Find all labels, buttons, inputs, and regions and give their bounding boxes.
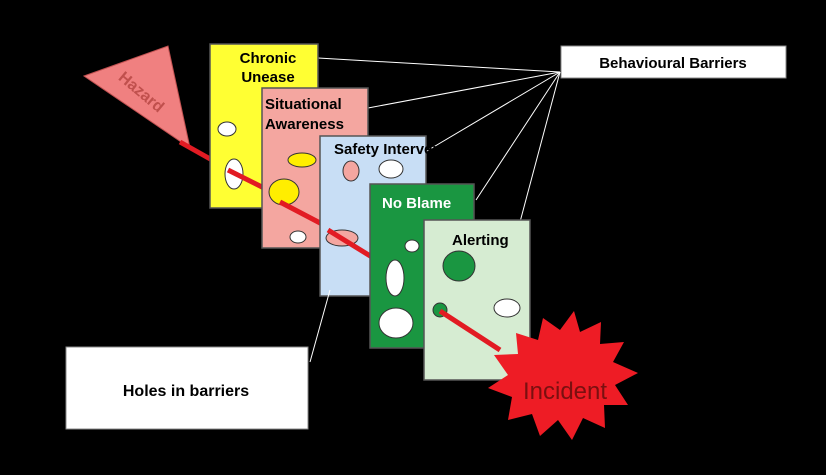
barrier-hole	[289, 230, 307, 244]
barrier-hole	[493, 298, 521, 318]
behavioural-barriers-box	[560, 45, 787, 79]
holes-pointer-line	[309, 289, 331, 363]
trajectory-segment	[226, 167, 266, 191]
barrier-hole	[287, 152, 317, 168]
barrier-label: Situational	[265, 96, 342, 113]
barrier-hole	[385, 259, 405, 297]
barrier-label: Awareness	[265, 116, 344, 133]
incident-starburst	[488, 311, 638, 440]
hazard-triangle	[82, 45, 191, 150]
barrier-hole	[442, 250, 476, 282]
incident-label: Incident	[523, 378, 607, 405]
barrier-hole	[342, 160, 360, 182]
trajectory-segment	[438, 308, 502, 353]
holes-callout-label: Holes in barriers	[123, 383, 249, 400]
barrier-label: Alerting	[452, 232, 509, 249]
trajectory-segment	[278, 199, 324, 227]
behavioural-barriers-label: Behavioural Barriers	[599, 55, 747, 72]
barrier-label: Safety Intervention	[334, 141, 469, 158]
barrier-label: Chronic	[240, 50, 297, 67]
trajectory-segment	[178, 139, 214, 163]
barrier-label: No Blame	[382, 195, 451, 212]
barrier-label: Unease	[241, 69, 294, 86]
barrier-hole	[404, 239, 420, 253]
behavioural-pointer-lines	[317, 57, 561, 223]
barrier-hole	[378, 159, 404, 179]
barrier-hole	[268, 178, 300, 206]
holes-callout-box	[65, 346, 309, 430]
barrier-hole	[378, 307, 414, 339]
barrier-alerting: Alerting	[423, 219, 531, 381]
barrier-hole	[217, 121, 237, 137]
